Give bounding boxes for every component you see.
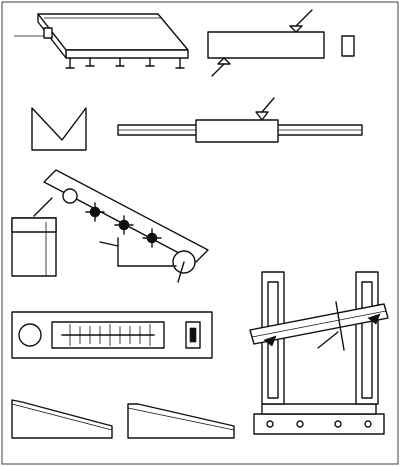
sine-bar-icon (11, 169, 209, 283)
surface-plate-icon (14, 13, 189, 69)
spirit-level-icon (11, 311, 213, 359)
v-block-icon (31, 107, 87, 151)
wedge-icon (11, 399, 235, 439)
shaft-sleeve-icon (117, 97, 363, 143)
bar-stand-icon (249, 271, 389, 435)
straight-edge-icon (207, 9, 355, 77)
